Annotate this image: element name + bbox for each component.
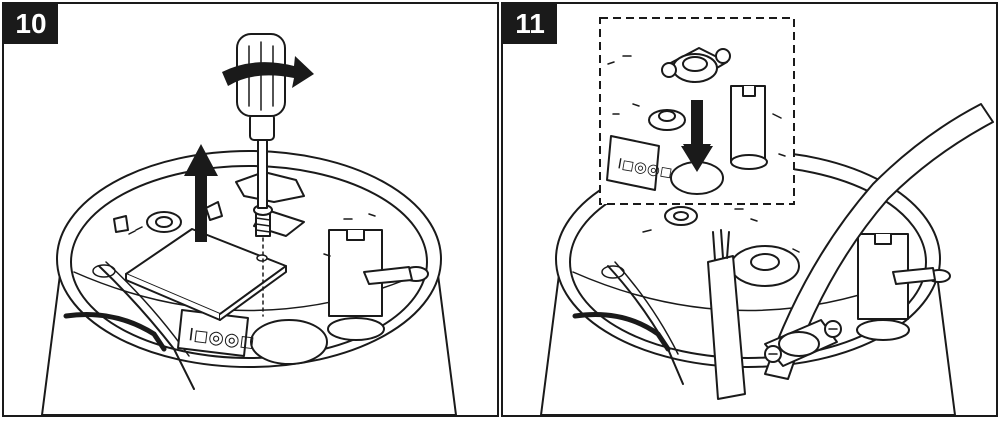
step-10-illustration: I◻◎◎◻ xyxy=(41,33,457,415)
cable-gland-icon xyxy=(764,319,842,367)
circuit-board-icon xyxy=(125,228,287,321)
step-number-badge: 10 xyxy=(4,4,58,44)
terminal-label: I◻◎◎◻ xyxy=(177,309,256,357)
down-arrow-icon xyxy=(683,102,711,168)
step-11-panel: I◻◎◎◻ 11 xyxy=(501,2,998,417)
up-arrow-icon xyxy=(184,144,218,242)
mounting-plate-details xyxy=(601,206,951,341)
step-number-badge: 11 xyxy=(503,4,557,44)
mounting-plate-details xyxy=(92,171,429,365)
step-11-illustration: I◻◎◎◻ xyxy=(540,17,994,415)
detail-inset-icon: I◻◎◎◻ xyxy=(599,17,795,205)
step-10-panel: I◻◎◎◻ 10 xyxy=(2,2,499,417)
wires xyxy=(572,261,684,385)
rotate-arrow-icon xyxy=(222,56,314,88)
